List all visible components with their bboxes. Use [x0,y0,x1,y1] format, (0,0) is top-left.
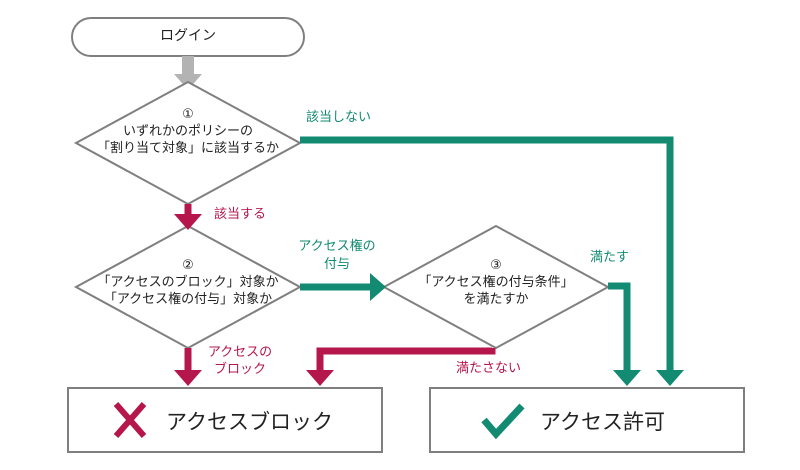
edge-q3-yes [608,282,631,372]
edge-label-q3-yes: 満たす [590,250,630,265]
decision-2-line2: 「アクセス権の付与」対象か [103,292,273,307]
edge-q1-yes-arrowhead [174,214,202,230]
edge-label-q2-block-line1: アクセスの [207,345,273,360]
decision-3-number: ③ [490,258,502,273]
result-block-label: アクセスブロック [166,410,333,434]
edge-label-q2-block-line2: ブロック [213,362,266,377]
start-label: ログイン [160,28,216,44]
decision-3-line2: を満たすか [463,292,529,307]
result-allow-label: アクセス許可 [540,410,665,434]
edge-q1-no [300,136,674,372]
start-connector [182,56,194,78]
edge-label-q2-grant-line1: アクセス権の [298,239,376,254]
edge-q2-block-arrowhead [174,370,202,386]
decision-2-line1: 「アクセスのブロック」対象か [97,275,279,290]
result-allow-box [429,387,745,453]
decision-1-number: ① [182,107,194,122]
edge-q1-no-arrowhead [656,370,684,386]
decision-1-line1: いずれかのポリシーの [122,124,253,139]
edge-q3-yes-arrowhead [613,370,641,386]
decision-1-line2: 「割り当て対象」に該当するか [96,141,279,156]
check-icon [481,403,525,440]
edge-q3-no [316,347,496,372]
decision-3 [381,224,611,350]
decision-2-number: ② [182,258,194,273]
edge-q2-grant-arrowhead [370,273,386,301]
edge-label-q1-yes: 該当する [214,207,267,222]
edge-label-q1-no: 該当しない [306,110,372,125]
result-block-box [67,387,383,453]
edge-q3-no-arrowhead [306,370,334,386]
edge-label-q2-grant-line2: 付与 [323,257,350,272]
decision-3-line1: 「アクセス権の付与条件」 [418,275,574,290]
edge-label-q3-no: 満たさない [456,361,522,376]
cross-icon [113,402,147,438]
